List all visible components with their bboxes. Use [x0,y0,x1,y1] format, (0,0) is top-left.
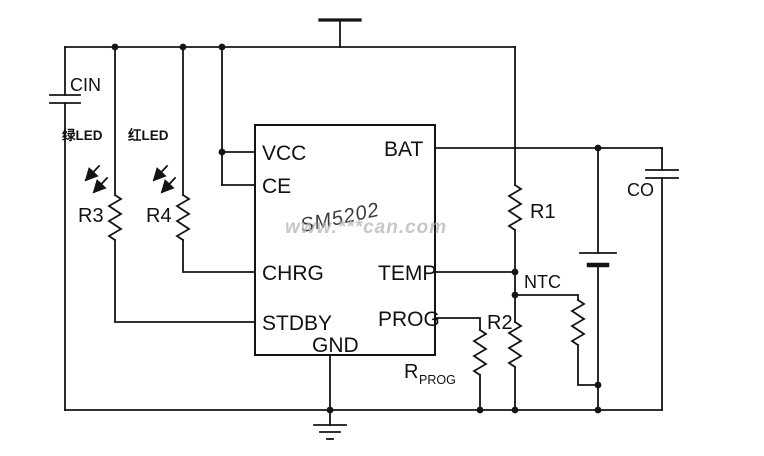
rprog-subscript: PROG [419,373,456,387]
pin-ce-label: CE [262,175,291,198]
r2-label: R2 [487,312,513,334]
pin-gnd-label: GND [312,334,359,357]
co-label: CO [627,180,654,200]
led-green-branch [107,46,256,323]
pin-temp-label: TEMP [378,262,436,285]
rprog-label: R [404,361,418,383]
ic-body [254,124,436,356]
ntc-label: NTC [524,272,561,292]
pin-vcc-label: VCC [262,142,306,165]
r1-r2-divider [507,46,523,411]
watermark-text: www.***can.com [285,217,447,238]
bottom-ground-symbol [313,424,347,440]
pin-chrg-label: CHRG [262,262,324,285]
pin-bat-label: BAT [384,138,423,161]
led-red-label: 红LED [128,127,169,143]
battery-symbol [579,147,617,411]
ntc-branch [514,294,599,386]
led-red-arrows-icon [152,164,177,194]
pin-stdby-label: STDBY [262,312,332,335]
led-red-branch [175,46,256,273]
vcc-ce-feed [221,46,256,186]
capacitor-co [645,147,679,411]
junction-dots [111,43,602,414]
rprog-branch [434,317,488,411]
cin-label: CIN [70,75,101,95]
pin-prog-label: PROG [378,308,440,331]
r3-label: R3 [78,205,104,227]
r1-label: R1 [530,201,556,223]
capacitor-cin [49,94,81,104]
led-green-arrows-icon [84,164,109,194]
led-green-label: 绿LED [62,127,103,143]
r4-label: R4 [146,205,172,227]
top-ground-symbol [318,18,362,48]
